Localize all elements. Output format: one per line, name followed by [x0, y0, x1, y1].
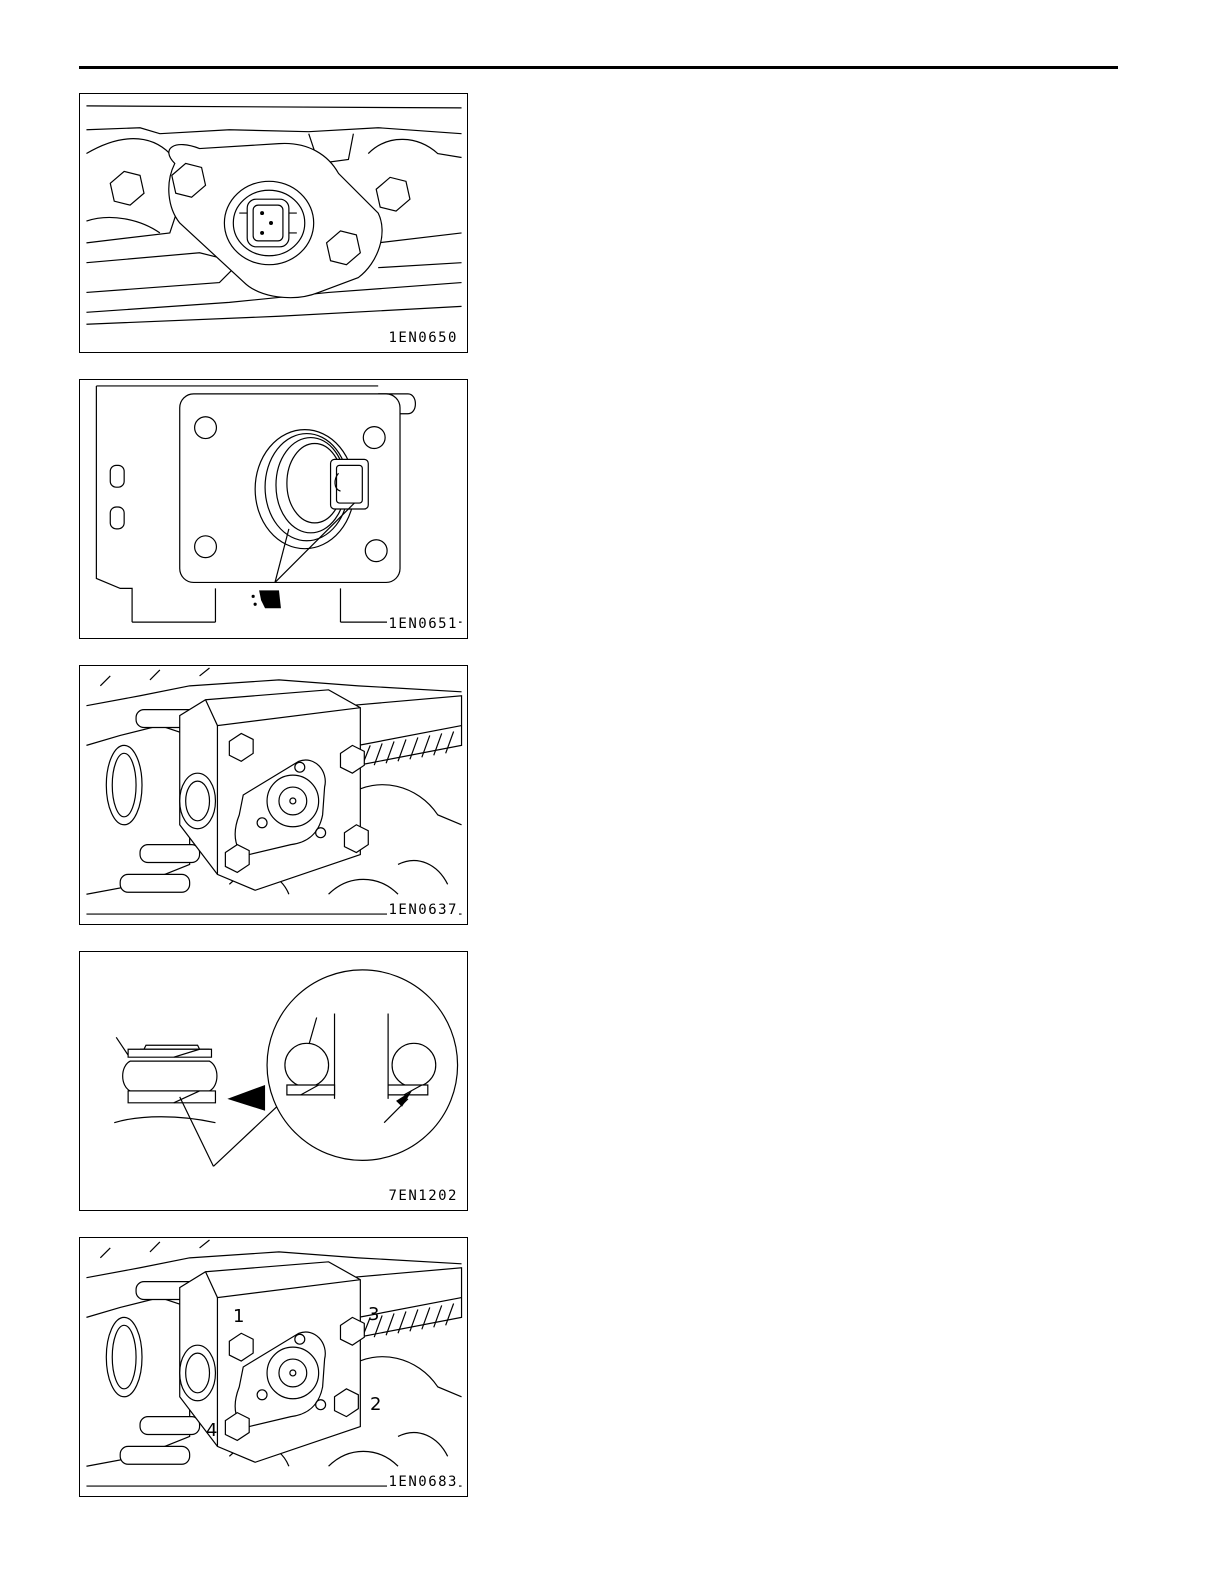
- figure-id: 7EN1202: [387, 1188, 459, 1204]
- header-rule: [79, 66, 1118, 69]
- figure-5-bolt-sequence: 1 2 3 4 1EN0683: [79, 1237, 468, 1497]
- bolt-callout-2: 2: [370, 1394, 381, 1415]
- figure-2-seal-housing: 1EN0651: [79, 379, 468, 639]
- o-ring-detail-illustration: [80, 952, 467, 1210]
- figure-id: 1EN0683: [387, 1474, 459, 1490]
- figure-1-sensor-connector: 1EN0650: [79, 93, 468, 353]
- housing-installed-illustration: [80, 666, 467, 924]
- figure-3-housing-installed: 1EN0637: [79, 665, 468, 925]
- bolt-callout-4: 4: [206, 1420, 217, 1441]
- figure-id: 1EN0650: [387, 330, 459, 346]
- seal-housing-illustration: [80, 380, 467, 638]
- bolt-callout-1: 1: [233, 1306, 244, 1327]
- figure-id: 1EN0651: [387, 616, 459, 632]
- figure-4-o-ring-detail: 7EN1202: [79, 951, 468, 1211]
- bolt-sequence-illustration: [80, 1238, 467, 1496]
- bolt-callout-3: 3: [368, 1304, 379, 1325]
- sensor-connector-illustration: [80, 94, 467, 352]
- figure-id: 1EN0637: [387, 902, 459, 918]
